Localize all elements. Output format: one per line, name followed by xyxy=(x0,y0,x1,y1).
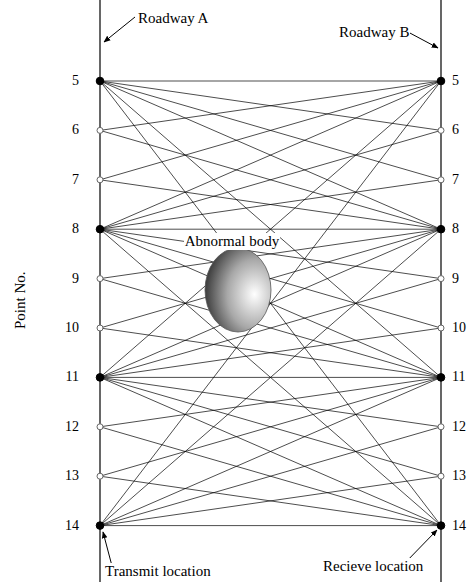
roadway-label: Roadway A xyxy=(137,10,209,27)
point-number: 6 xyxy=(451,122,460,137)
point-number: 12 xyxy=(64,419,80,434)
point-number: 7 xyxy=(451,172,460,187)
ray-path xyxy=(100,81,441,130)
receive-point xyxy=(438,127,444,133)
point-number: 14 xyxy=(64,518,80,533)
ray-path xyxy=(100,476,441,525)
transmit-point xyxy=(437,77,445,85)
ray-path xyxy=(100,81,441,82)
point-number: 13 xyxy=(451,468,467,483)
receive-point xyxy=(438,177,444,183)
point-number: 10 xyxy=(64,320,80,335)
transmit-point xyxy=(96,225,104,233)
ray-path xyxy=(100,229,441,278)
receive-point xyxy=(438,473,444,479)
abnormal-body-label: Abnormal body xyxy=(184,233,281,250)
ray-path xyxy=(100,377,441,426)
ray-path xyxy=(100,229,441,328)
ray-path xyxy=(100,328,441,377)
ray-path xyxy=(100,476,441,525)
receive-point xyxy=(97,424,103,430)
point-number: 11 xyxy=(65,369,80,384)
transmit-point xyxy=(96,77,104,85)
ray-path xyxy=(100,229,441,278)
ray-path xyxy=(100,229,441,525)
ray-path xyxy=(100,81,441,229)
ray-path xyxy=(100,81,441,229)
ray-path xyxy=(100,427,441,526)
ray-path xyxy=(100,229,441,328)
point-number: 6 xyxy=(71,122,80,137)
point-number: 7 xyxy=(71,172,80,187)
point-number: 5 xyxy=(71,73,80,88)
transmit-point xyxy=(96,374,104,382)
ray-path xyxy=(100,130,441,229)
ray-path xyxy=(100,377,441,476)
receive-point xyxy=(97,325,103,331)
receive-point xyxy=(438,424,444,430)
ray-path xyxy=(100,427,441,526)
roadway-b-line xyxy=(440,0,441,582)
axis-title: Point No. xyxy=(12,270,29,330)
point-number: 13 xyxy=(64,468,80,483)
ray-path xyxy=(100,180,441,229)
ray-path xyxy=(100,377,441,426)
point-number: 9 xyxy=(451,271,460,286)
leader-line xyxy=(408,32,438,48)
ray-path xyxy=(100,81,441,180)
receive-point xyxy=(97,127,103,133)
receive-point xyxy=(97,473,103,479)
point-number: 11 xyxy=(451,369,466,384)
ray-path xyxy=(100,525,441,526)
point-markers xyxy=(96,77,445,529)
ray-path xyxy=(100,328,441,377)
receive-point xyxy=(438,276,444,282)
leader-line xyxy=(104,17,135,42)
receive-point xyxy=(438,325,444,331)
point-number: 12 xyxy=(451,419,467,434)
ray-path xyxy=(100,377,441,525)
ray-path xyxy=(100,81,441,377)
point-number: 8 xyxy=(451,221,460,236)
receive-point xyxy=(97,276,103,282)
ray-path xyxy=(100,81,441,526)
point-number: 8 xyxy=(71,221,80,236)
transmit-point xyxy=(437,522,445,530)
receive-label: Recieve location xyxy=(322,558,424,575)
roadway-a-line xyxy=(99,0,100,582)
ray-paths xyxy=(100,81,441,526)
ray-path xyxy=(100,377,441,476)
point-number: 10 xyxy=(451,320,467,335)
transmit-point xyxy=(437,374,445,382)
ray-path xyxy=(100,81,441,130)
point-number: 9 xyxy=(71,271,80,286)
ray-path xyxy=(100,81,441,180)
point-number: 5 xyxy=(451,73,460,88)
ray-path xyxy=(100,377,441,525)
transmit-point xyxy=(96,522,104,530)
roadway-label: Roadway B xyxy=(338,24,410,41)
leader-lines xyxy=(103,17,438,566)
ray-path xyxy=(100,130,441,229)
transmit-label: Transmit location xyxy=(104,563,212,580)
abnormal-body-shape xyxy=(205,248,271,332)
receive-point xyxy=(97,177,103,183)
ray-path xyxy=(100,81,441,377)
leader-line xyxy=(103,532,112,566)
ray-path xyxy=(100,229,441,525)
ray-path xyxy=(100,81,441,526)
transmit-point xyxy=(437,225,445,233)
ray-path xyxy=(100,180,441,229)
point-number: 14 xyxy=(451,518,467,533)
